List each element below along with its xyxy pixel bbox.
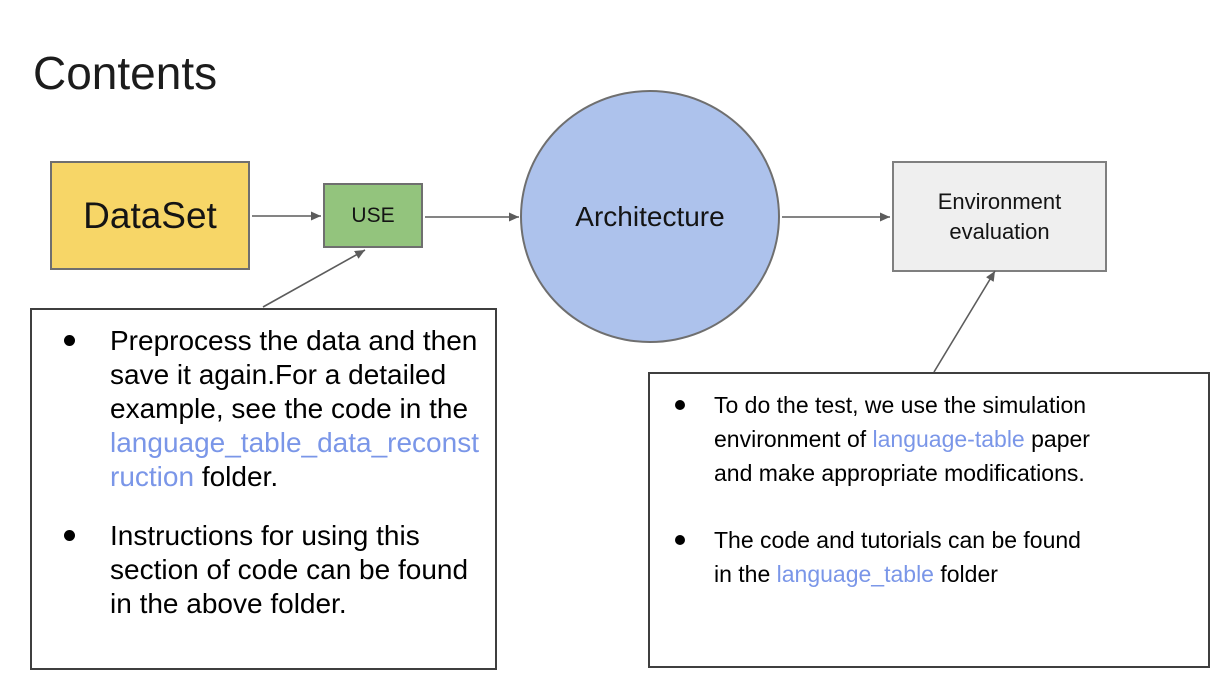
arrow-notes-to-environment bbox=[933, 270, 996, 373]
bullet-text: Preprocess the data and then save it aga… bbox=[110, 324, 489, 494]
flow-node-environment-label: Environment evaluation bbox=[937, 188, 1062, 244]
bullet-text: Instructions for using this section of c… bbox=[110, 519, 489, 621]
folder-link[interactable]: language_table_data_reconst ruction bbox=[110, 427, 479, 492]
bullet-text-segment: folder. bbox=[194, 461, 279, 492]
folder-link[interactable]: language-table bbox=[872, 426, 1025, 452]
folder-link[interactable]: language_table bbox=[776, 561, 934, 587]
flow-node-use: USE bbox=[323, 183, 423, 248]
notes-box-dataset-use: Preprocess the data and then save it aga… bbox=[30, 308, 497, 670]
bullet-text: The code and tutorials can be found in t… bbox=[714, 523, 1202, 591]
bullet-dot-icon bbox=[64, 530, 75, 541]
bullet-text-segment: paper and make appropriate modifications… bbox=[714, 426, 1090, 486]
bullet-dot-icon bbox=[675, 400, 685, 410]
bullet-text-segment: Preprocess the data and then save it aga… bbox=[110, 325, 478, 424]
bullet-text-segment: The code and tutorials can be found in t… bbox=[714, 527, 1081, 587]
bullet-text-segment: To do the test, we use the simulation en… bbox=[714, 392, 1087, 452]
flow-node-architecture-label: Architecture bbox=[575, 200, 725, 232]
flow-node-dataset: DataSet bbox=[50, 161, 250, 270]
notes-box-environment: To do the test, we use the simulation en… bbox=[648, 372, 1210, 668]
bullet-text-segment: Instructions for using this section of c… bbox=[110, 520, 469, 619]
bullet-text: To do the test, we use the simulation en… bbox=[714, 388, 1202, 490]
bullet-item: To do the test, we use the simulation en… bbox=[650, 388, 1202, 490]
flow-node-dataset-label: DataSet bbox=[83, 194, 217, 236]
flow-node-architecture: Architecture bbox=[520, 90, 780, 343]
bullet-item: The code and tutorials can be found in t… bbox=[650, 523, 1202, 591]
flow-node-use-label: USE bbox=[351, 203, 395, 227]
bullet-dot-icon bbox=[64, 335, 75, 346]
bullet-item: Instructions for using this section of c… bbox=[32, 519, 489, 621]
arrow-notes-to-use bbox=[262, 249, 366, 308]
slide-title: Contents bbox=[33, 47, 218, 99]
flow-node-environment-evaluation: Environment evaluation bbox=[892, 161, 1107, 272]
bullet-dot-icon bbox=[675, 535, 685, 545]
bullet-item: Preprocess the data and then save it aga… bbox=[32, 324, 489, 494]
bullet-text-segment: folder bbox=[933, 561, 998, 587]
